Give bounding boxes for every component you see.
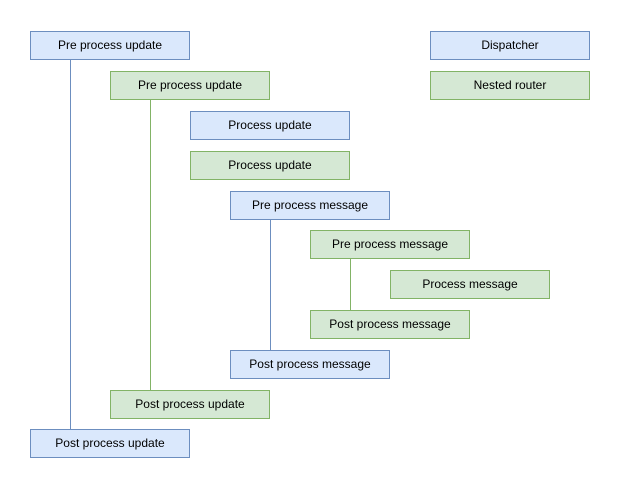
node-label: Process message [422,277,518,291]
node-label: Pre process update [57,38,163,52]
node-label: Post process update [135,397,245,411]
diagram-node: Pre process message [230,191,390,220]
diagram-node: Post process message [310,310,470,339]
legend-item-nested-router: Nested router [430,71,590,100]
node-label: Nested router [473,78,547,92]
legend-item-dispatcher: Dispatcher [430,31,590,60]
diagram-node: Process message [390,270,550,299]
diagram-node: Post process message [230,350,390,379]
diagram-node: Pre process update [30,31,190,60]
diagram-node: Post process update [30,429,190,458]
diagram-node: Post process update [110,390,270,419]
node-label: Post process update [55,436,165,450]
node-label: Pre process message [251,198,369,212]
node-label: Post process message [329,317,451,331]
node-label: Process update [228,158,312,172]
node-label: Pre process update [137,78,243,92]
node-label: Post process message [249,357,371,371]
diagram-node: Process update [190,151,350,180]
diagram-node: Pre process update [110,71,270,100]
node-label: Pre process message [331,237,449,251]
connector-line [270,220,271,350]
node-label: Dispatcher [481,38,539,52]
node-label: Process update [228,118,312,132]
diagram-node: Pre process message [310,230,470,259]
connector-line [150,100,151,390]
connector-line [350,259,351,310]
diagram-node: Process update [190,111,350,140]
connector-line [70,60,71,429]
